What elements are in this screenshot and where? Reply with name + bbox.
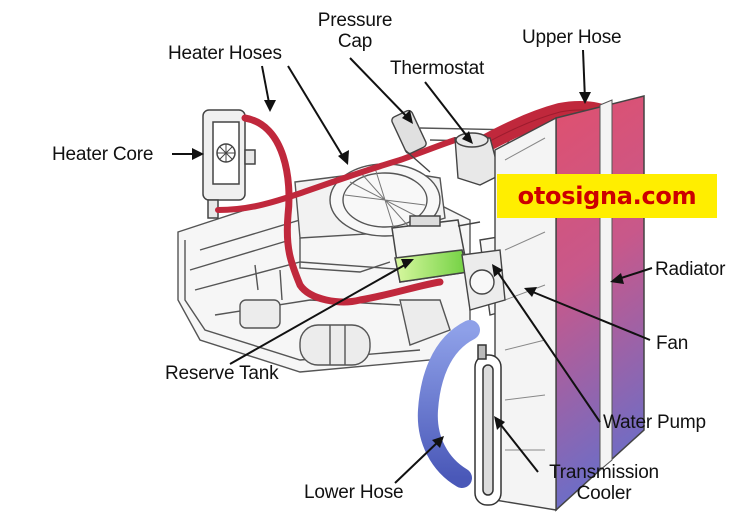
fan-label: Fan (656, 333, 689, 354)
water-pump (461, 249, 506, 311)
pointer-arrowheads (192, 92, 624, 448)
heater-hoses (215, 114, 458, 306)
pressure-cap-label: Pressure Cap (312, 10, 398, 52)
lower-hose-label: Lower Hose (304, 482, 404, 503)
pressure-cap (391, 109, 431, 173)
thermostat-housing (454, 132, 501, 186)
pressure-cap-label-line2: Cap (337, 31, 373, 52)
heater-core-label: Heater Core (52, 144, 154, 165)
thermostat-label: Thermostat (390, 58, 485, 79)
transmission-cooler-label-line1: Transmission (549, 462, 659, 483)
watermark-text: otosigna.com (517, 182, 697, 210)
transmission-cooler (474, 344, 502, 506)
radiator-label: Radiator (655, 259, 726, 280)
heater-hoses-label: Heater Hoses (168, 43, 282, 64)
lower-hose (417, 320, 480, 488)
heater-core (202, 109, 256, 219)
pressure-cap-label-line1: Pressure (317, 10, 393, 31)
transmission-cooler-label: Transmission Cooler (540, 462, 668, 504)
water-pump-label: Water Pump (603, 412, 706, 433)
upper-hose-label: Upper Hose (522, 27, 622, 48)
reserve-tank (391, 215, 481, 283)
watermark-banner: otosigna.com (497, 174, 717, 218)
transmission-cooler-label-line2: Cooler (576, 483, 632, 504)
radiator (494, 95, 645, 512)
reserve-tank-label: Reserve Tank (165, 363, 279, 384)
